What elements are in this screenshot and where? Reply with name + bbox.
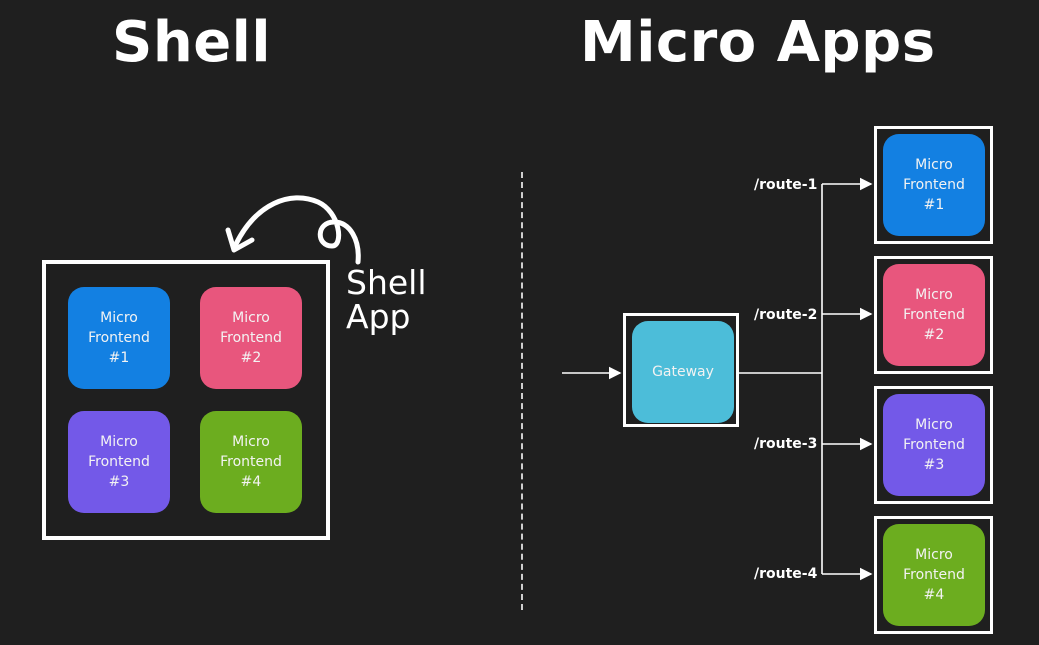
route-3-label: /route-3 xyxy=(754,436,818,452)
shell-micro-frontend-2: Micro Frontend #2 xyxy=(200,287,302,389)
micro-app-frontend-3: Micro Frontend #3 xyxy=(883,394,985,496)
route-4-frame xyxy=(874,516,993,634)
shell-title: Shell xyxy=(112,10,272,75)
shell-micro-frontend-4: Micro Frontend #4 xyxy=(200,411,302,513)
tile-line-1: Micro xyxy=(100,310,138,326)
tile-line-3: #3 xyxy=(108,474,130,490)
micro-apps-title: Micro Apps xyxy=(580,10,936,75)
tile-line-1: Micro xyxy=(915,417,953,433)
tile-line-2: Frontend xyxy=(220,330,282,346)
tile-line-3: #2 xyxy=(240,350,262,366)
shell-micro-frontend-1: Micro Frontend #1 xyxy=(68,287,170,389)
tile-line-1: Micro xyxy=(915,547,953,563)
shell-app-label: Shell App xyxy=(346,266,427,334)
shell-arrowhead xyxy=(225,227,255,253)
tile-line-2: Frontend xyxy=(88,330,150,346)
route-2-label: /route-2 xyxy=(754,307,818,323)
shell-app-label-line-2: App xyxy=(346,297,411,336)
tile-line-2: Frontend xyxy=(88,454,150,470)
gateway-label: Gateway xyxy=(652,364,714,380)
tile-line-1: Micro xyxy=(915,157,953,173)
tile-line-3: #4 xyxy=(923,587,945,603)
tile-line-2: Frontend xyxy=(903,307,965,323)
gateway-box: Gateway xyxy=(632,321,734,423)
tile-line-1: Micro xyxy=(232,434,270,450)
route-1-label: /route-1 xyxy=(754,177,818,193)
section-divider xyxy=(521,172,523,610)
route-3-frame xyxy=(874,386,993,504)
tile-line-3: #4 xyxy=(240,474,262,490)
route-4-label: /route-4 xyxy=(754,566,818,582)
micro-app-frontend-1: Micro Frontend #1 xyxy=(883,134,985,236)
tile-line-2: Frontend xyxy=(903,177,965,193)
micro-app-frontend-4: Micro Frontend #4 xyxy=(883,524,985,626)
tile-line-3: #1 xyxy=(108,350,130,366)
micro-app-frontend-2: Micro Frontend #2 xyxy=(883,264,985,366)
shell-app-label-line-1: Shell xyxy=(346,263,427,302)
tile-line-3: #3 xyxy=(923,457,945,473)
shell-curved-arrow xyxy=(233,195,361,265)
tile-line-1: Micro xyxy=(100,434,138,450)
gateway-frame xyxy=(623,313,739,427)
route-1-frame xyxy=(874,126,993,244)
tile-line-3: #1 xyxy=(923,197,945,213)
tile-line-1: Micro xyxy=(915,287,953,303)
shell-micro-frontend-3: Micro Frontend #3 xyxy=(68,411,170,513)
tile-line-1: Micro xyxy=(232,310,270,326)
tile-line-2: Frontend xyxy=(220,454,282,470)
tile-line-2: Frontend xyxy=(903,437,965,453)
tile-line-3: #2 xyxy=(923,327,945,343)
shell-app-frame xyxy=(42,260,330,540)
route-2-frame xyxy=(874,256,993,374)
tile-line-2: Frontend xyxy=(903,567,965,583)
